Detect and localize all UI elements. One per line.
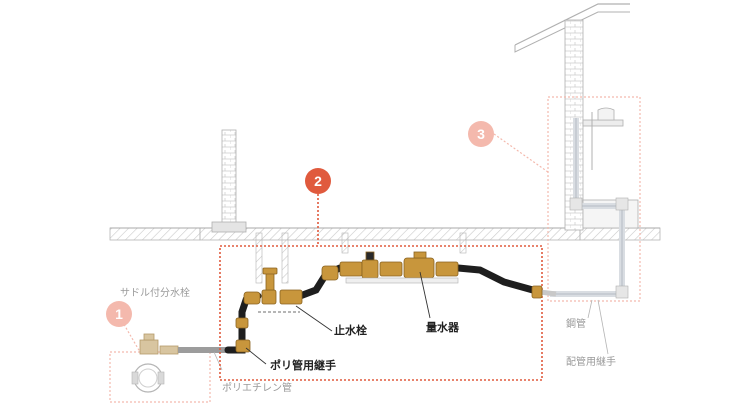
- grey-leaders: [587, 299, 609, 355]
- main-pipe-area: [109, 333, 228, 403]
- fittings: [235, 251, 543, 353]
- step-badge-3: 3: [468, 121, 494, 147]
- left-foundation: [211, 129, 467, 284]
- label-polyethylene-pipe: ポリエチレン管: [222, 383, 292, 394]
- building-frame: [547, 96, 641, 302]
- step-badge-2: 2: [305, 168, 331, 194]
- indoor-pipes: [550, 118, 629, 299]
- label-water-meter: 量水器: [426, 321, 459, 334]
- label-saddle-valve: サドル付分水栓: [120, 288, 190, 299]
- meter-box-base: [345, 277, 459, 284]
- label-steel-pipe: 鋼管: [566, 319, 586, 330]
- building-leader: [493, 133, 549, 173]
- label-stop-valve: 止水栓: [334, 324, 367, 337]
- label-pipe-joint: 配管用継手: [566, 357, 616, 368]
- label-leaders: [245, 271, 431, 365]
- saddle-leader: [117, 313, 141, 353]
- highlight-frame: [219, 245, 543, 381]
- label-poly-joint: ポリ管用継手: [270, 359, 336, 372]
- step-badge-1: 1: [106, 301, 132, 327]
